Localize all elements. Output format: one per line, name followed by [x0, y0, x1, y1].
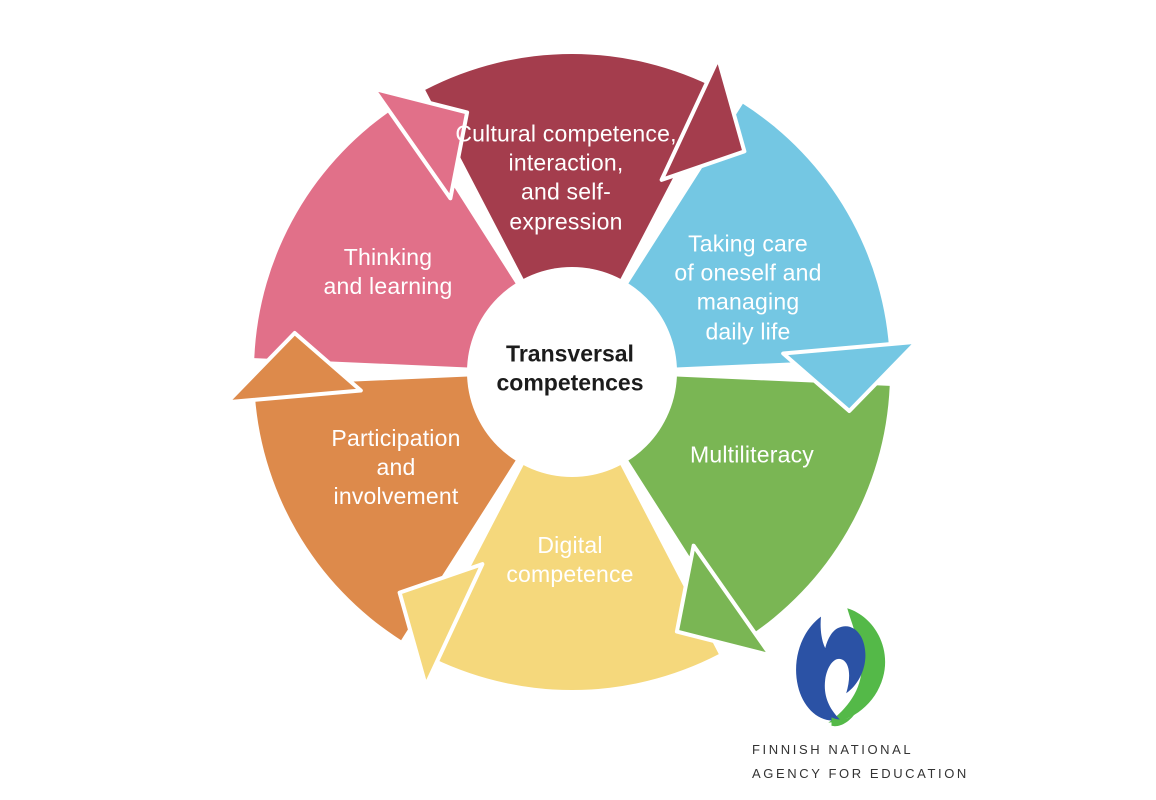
- edufi-logo: FINNISH NATIONAL AGENCY FOR EDUCATION: [746, 600, 1006, 790]
- logo-blue-shape: [796, 616, 866, 721]
- logo-text-line1: FINNISH NATIONAL: [752, 742, 914, 757]
- segment-cultural-competence: [425, 53, 719, 280]
- arrow-multiliteracy: [674, 543, 773, 658]
- center-title: Transversal competences: [496, 340, 644, 395]
- segment-multiliteracy: [627, 376, 890, 641]
- segment-participation: [254, 376, 517, 641]
- logo-green-accent: [831, 711, 857, 727]
- arrow-daily-life: [781, 339, 919, 413]
- arrow-cultural-competence: [659, 56, 747, 182]
- segment-daily-life: [627, 103, 890, 368]
- segment-thinking-learning: [254, 103, 517, 368]
- edufi-swirl-icon: [796, 608, 886, 727]
- logo-text-line2: AGENCY FOR EDUCATION: [752, 766, 969, 781]
- arrow-participation: [225, 331, 363, 405]
- wheel-segments: [254, 53, 890, 691]
- wheel-arrows: [225, 56, 919, 688]
- arrow-digital-competence: [397, 562, 485, 688]
- logo-green-shape: [828, 608, 886, 723]
- arrow-thinking-learning: [371, 86, 470, 201]
- center-circle: [467, 267, 677, 477]
- segment-digital-competence: [425, 464, 719, 691]
